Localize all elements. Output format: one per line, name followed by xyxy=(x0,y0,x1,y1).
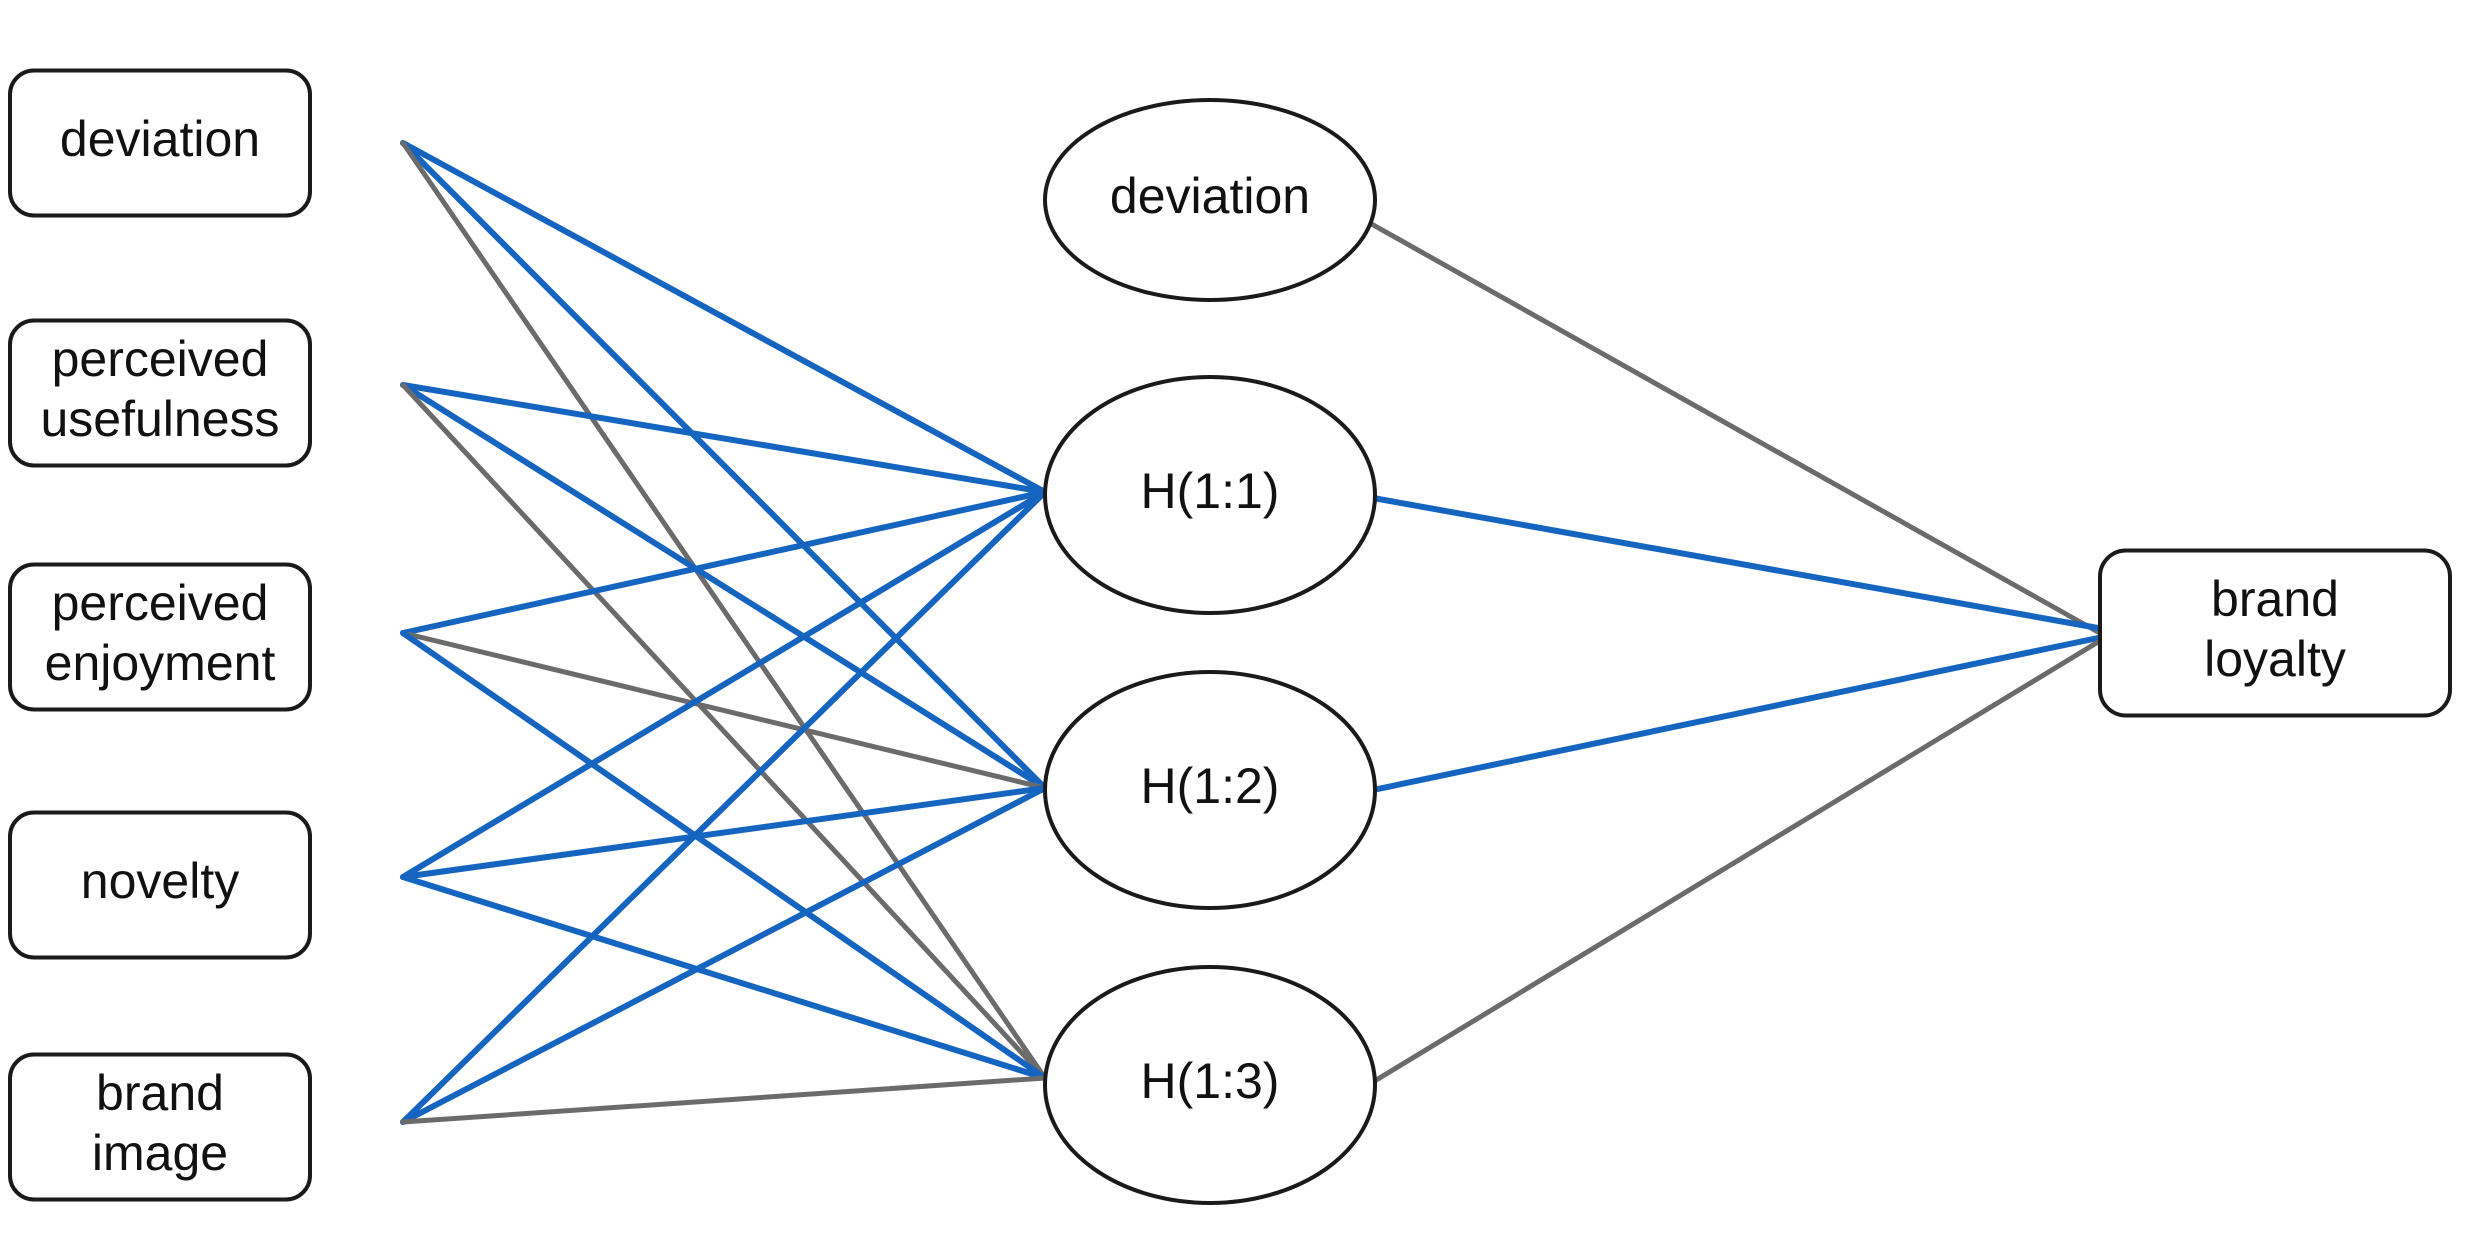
nodes-group: deviationperceivedusefulnessperceivedenj… xyxy=(8,68,2452,1205)
input-node-in-brand-image-label: image xyxy=(92,1125,228,1181)
input-node-in-perceived-enjoyment-label: enjoyment xyxy=(45,635,276,691)
edge-in-perceived-usefulness-to-h-1-2 xyxy=(400,382,1048,791)
edge-h-1-1-to-out-brand-loyalty xyxy=(1370,495,2101,631)
input-node-in-perceived-usefulness-label: usefulness xyxy=(40,391,279,447)
input-node-in-brand-image-label: brand xyxy=(96,1065,224,1121)
hidden-node-shape xyxy=(1043,965,1377,1205)
input-node-shape xyxy=(8,810,312,960)
edge-in-brand-image-to-h-1-1 xyxy=(400,489,1048,1125)
output-node-out-brand-loyalty-label: loyalty xyxy=(2204,631,2346,687)
edge-h-1-2-to-out-brand-loyalty xyxy=(1370,635,2101,793)
input-node-in-perceived-usefulness-label: perceived xyxy=(52,331,269,387)
edge-h-1-3-to-out-brand-loyalty xyxy=(1370,639,2101,1085)
edge-in-deviation-to-h-1-1 xyxy=(400,140,1048,495)
hidden-node-h-1-2[interactable]: H(1:2) xyxy=(1043,670,1377,910)
edge-in-brand-image-to-h-1-2 xyxy=(400,785,1048,1125)
edges-group xyxy=(400,140,2101,1125)
edge-in-novelty-to-h-1-3 xyxy=(400,874,1048,1081)
hidden-node-shape xyxy=(1043,98,1377,302)
input-node-shape xyxy=(8,68,312,218)
hidden-node-h-1-3-label: H(1:3) xyxy=(1141,1053,1280,1109)
edge-in-novelty-to-h-1-2 xyxy=(400,785,1048,880)
hidden-node-h-1-1[interactable]: H(1:1) xyxy=(1043,375,1377,615)
edge-in-deviation-to-h-1-3 xyxy=(400,140,1048,1081)
input-node-in-novelty-label: novelty xyxy=(81,853,239,909)
input-node-in-deviation-label: deviation xyxy=(60,111,260,167)
edge-in-perceived-enjoyment-to-h-1-1 xyxy=(400,489,1048,636)
edge-in-perceived-usefulness-to-h-1-3 xyxy=(400,382,1048,1081)
hidden-node-shape xyxy=(1043,670,1377,910)
edge-h-bias-to-out-brand-loyalty xyxy=(1365,219,2101,635)
hidden-node-h-1-1-label: H(1:1) xyxy=(1141,463,1280,519)
input-node-shape xyxy=(8,562,312,712)
output-node-out-brand-loyalty-label: brand xyxy=(2211,571,2339,627)
output-node-shape xyxy=(2098,548,2452,718)
edge-in-perceived-usefulness-to-h-1-1 xyxy=(400,382,1048,495)
input-node-in-novelty[interactable]: novelty xyxy=(8,810,312,960)
input-node-in-deviation[interactable]: deviation xyxy=(8,68,312,218)
edge-in-brand-image-to-h-1-3 xyxy=(400,1075,1048,1125)
hidden-node-h-bias-label: deviation xyxy=(1110,168,1310,224)
hidden-node-h-1-3[interactable]: H(1:3) xyxy=(1043,965,1377,1205)
hidden-node-shape xyxy=(1043,375,1377,615)
input-node-shape xyxy=(8,1052,312,1202)
input-node-shape xyxy=(8,318,312,468)
edge-in-novelty-to-h-1-1 xyxy=(400,489,1048,880)
edge-in-perceived-enjoyment-to-h-1-2 xyxy=(400,630,1048,791)
hidden-node-h-bias[interactable]: deviation xyxy=(1043,98,1377,302)
edge-in-perceived-enjoyment-to-h-1-3 xyxy=(400,630,1048,1081)
hidden-node-h-1-2-label: H(1:2) xyxy=(1141,758,1280,814)
edge-in-deviation-to-h-1-2 xyxy=(400,140,1048,791)
input-node-in-perceived-enjoyment-label: perceived xyxy=(52,575,269,631)
